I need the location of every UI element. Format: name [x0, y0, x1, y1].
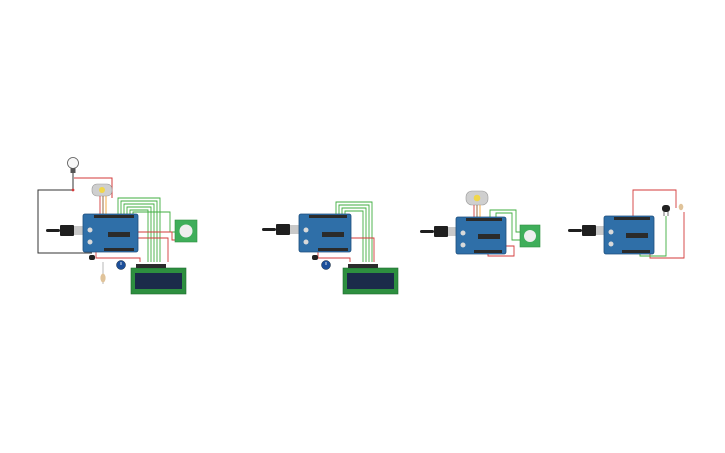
- transistor[interactable]: [312, 255, 318, 260]
- wire-bundle-red[interactable]: [487, 245, 515, 257]
- resistor[interactable]: [100, 262, 106, 284]
- resistor[interactable]: [678, 203, 684, 211]
- circuit-1[interactable]: [37, 157, 198, 295]
- pir-motion-sensor[interactable]: [519, 224, 541, 248]
- circuit-4[interactable]: [568, 189, 685, 259]
- wire-bundle-green[interactable]: [639, 216, 667, 257]
- arduino-uno-board[interactable]: [82, 213, 139, 253]
- lcd-16x2-display[interactable]: [342, 264, 399, 295]
- lcd-16x2-display[interactable]: [130, 264, 187, 295]
- wire-bundle-green[interactable]: [489, 209, 520, 241]
- light-bulb[interactable]: [67, 157, 79, 192]
- usb-cable[interactable]: [46, 225, 84, 236]
- wire-black[interactable]: [37, 189, 92, 254]
- transistor[interactable]: [662, 205, 670, 216]
- arduino-uno-board[interactable]: [298, 213, 352, 253]
- pir-motion-sensor[interactable]: [174, 219, 198, 243]
- potentiometer[interactable]: [116, 260, 126, 270]
- circuit-3[interactable]: [420, 190, 541, 257]
- wire-bundle-green[interactable]: [117, 197, 178, 262]
- servo-motor[interactable]: [465, 190, 489, 217]
- circuit-2[interactable]: [262, 201, 399, 295]
- wire-bundle-red[interactable]: [317, 237, 375, 262]
- arduino-uno-board[interactable]: [603, 215, 655, 255]
- wire-bundle-green[interactable]: [335, 201, 373, 262]
- usb-cable[interactable]: [262, 224, 300, 235]
- potentiometer[interactable]: [321, 260, 331, 270]
- servo-motor[interactable]: [91, 183, 113, 214]
- usb-cable[interactable]: [568, 225, 606, 236]
- transistor[interactable]: [89, 255, 95, 260]
- arduino-uno-board[interactable]: [455, 216, 507, 255]
- usb-cable[interactable]: [420, 226, 458, 237]
